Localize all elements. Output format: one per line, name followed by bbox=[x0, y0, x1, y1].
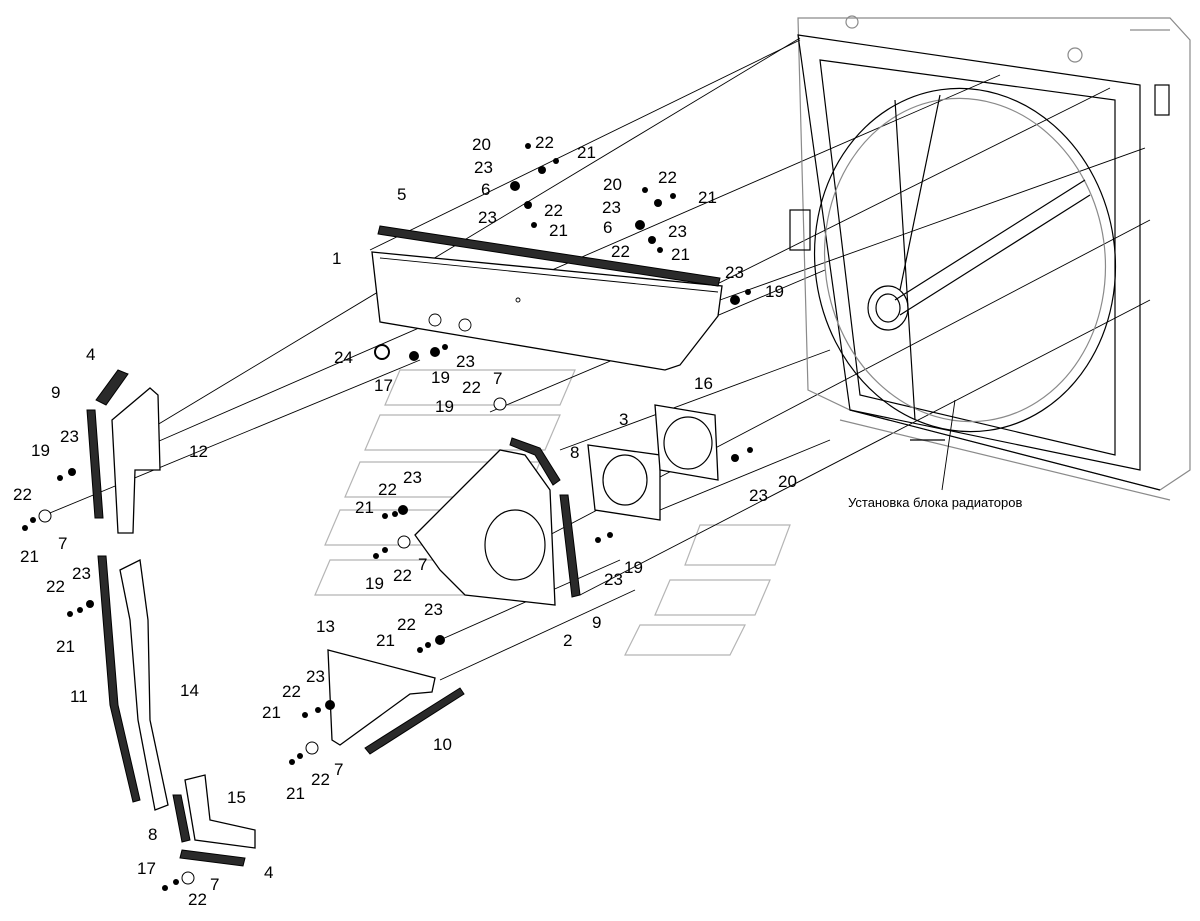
label-20: 20 bbox=[778, 472, 797, 491]
part-3-flange bbox=[587, 444, 661, 521]
part-13-plate bbox=[327, 649, 436, 746]
label-11: 11 bbox=[70, 687, 88, 706]
label-23: 23 bbox=[306, 667, 325, 686]
label-19: 19 bbox=[435, 397, 454, 416]
part-11-seal-long bbox=[97, 555, 141, 803]
label-21: 21 bbox=[355, 498, 374, 517]
label-10: 10 bbox=[433, 735, 452, 754]
label-2: 2 bbox=[563, 631, 572, 650]
label-19: 19 bbox=[624, 558, 643, 577]
label-12: 12 bbox=[189, 442, 208, 461]
label-23: 23 bbox=[668, 222, 687, 241]
label-7: 7 bbox=[493, 369, 502, 388]
part-12-bracket bbox=[111, 387, 161, 534]
label-19: 19 bbox=[365, 574, 384, 593]
label-17: 17 bbox=[374, 376, 393, 395]
part-4-seal-bottom bbox=[179, 849, 246, 867]
label-22: 22 bbox=[393, 566, 412, 585]
label-23: 23 bbox=[456, 352, 475, 371]
label-21: 21 bbox=[376, 631, 395, 650]
label-19: 19 bbox=[431, 368, 450, 387]
label-22: 22 bbox=[535, 133, 554, 152]
watermark bbox=[314, 369, 791, 656]
label-23: 23 bbox=[424, 600, 443, 619]
label-5: 5 bbox=[397, 185, 406, 204]
label-22: 22 bbox=[397, 615, 416, 634]
label-21: 21 bbox=[577, 143, 596, 162]
label-4: 4 bbox=[86, 345, 95, 364]
label-4: 4 bbox=[264, 863, 273, 882]
label-23: 23 bbox=[60, 427, 79, 446]
label-23: 23 bbox=[749, 486, 768, 505]
part-5-seal-strip bbox=[377, 225, 721, 287]
caption-leader bbox=[941, 399, 956, 491]
part-1-top-panel bbox=[371, 251, 723, 371]
label-21: 21 bbox=[56, 637, 75, 656]
radiator-block bbox=[789, 15, 1191, 501]
label-21: 21 bbox=[262, 703, 281, 722]
label-23: 23 bbox=[725, 263, 744, 282]
label-22: 22 bbox=[658, 168, 677, 187]
label-19: 19 bbox=[765, 282, 784, 301]
label-1: 1 bbox=[332, 249, 341, 268]
label-21: 21 bbox=[549, 221, 568, 240]
part-2-side-plate bbox=[414, 449, 556, 606]
label-21: 21 bbox=[20, 547, 39, 566]
label-23: 23 bbox=[72, 564, 91, 583]
label-17: 17 bbox=[137, 859, 156, 878]
part-10-seal bbox=[364, 687, 465, 755]
label-9: 9 bbox=[51, 383, 60, 402]
label-15: 15 bbox=[227, 788, 246, 807]
label-22: 22 bbox=[311, 770, 330, 789]
label-7: 7 bbox=[210, 875, 219, 894]
label-6: 6 bbox=[481, 180, 490, 199]
part-14-long-bracket bbox=[119, 559, 169, 811]
label-24: 24 bbox=[334, 348, 353, 367]
label-13: 13 bbox=[316, 617, 335, 636]
label-22: 22 bbox=[462, 378, 481, 397]
label-8: 8 bbox=[570, 443, 579, 462]
label-21: 21 bbox=[286, 784, 305, 803]
part-4-seal-top bbox=[95, 369, 129, 406]
part-9-seal-mid bbox=[559, 494, 581, 598]
label-23: 23 bbox=[403, 468, 422, 487]
part-8-seal-lower bbox=[172, 794, 191, 843]
part-9-seal-left bbox=[86, 409, 104, 519]
part-8-seal-upper bbox=[509, 437, 561, 486]
label-23: 23 bbox=[478, 208, 497, 227]
label-19: 19 bbox=[31, 441, 50, 460]
label-16: 16 bbox=[694, 374, 713, 393]
label-7: 7 bbox=[58, 534, 67, 553]
label-21: 21 bbox=[671, 245, 690, 264]
label-21: 21 bbox=[698, 188, 717, 207]
label-20: 20 bbox=[472, 135, 491, 154]
label-20: 20 bbox=[603, 175, 622, 194]
label-7: 7 bbox=[334, 760, 343, 779]
label-22: 22 bbox=[544, 201, 563, 220]
fasteners bbox=[22, 143, 753, 891]
label-3: 3 bbox=[619, 410, 628, 429]
label-6: 6 bbox=[603, 218, 612, 237]
part-16-gasket bbox=[654, 404, 719, 481]
label-23: 23 bbox=[602, 198, 621, 217]
part-labels: 1 2 3 4 4 5 6 6 7 7 7 7 7 8 8 9 9 10 11 … bbox=[13, 133, 797, 909]
part-15-corner-bracket bbox=[184, 774, 256, 849]
label-22: 22 bbox=[188, 890, 207, 909]
label-8: 8 bbox=[148, 825, 157, 844]
caption-radiator-block: Установка блока радиаторов bbox=[848, 495, 1022, 510]
label-22: 22 bbox=[46, 577, 65, 596]
label-23: 23 bbox=[474, 158, 493, 177]
label-23: 23 bbox=[604, 570, 623, 589]
label-22: 22 bbox=[378, 480, 397, 499]
label-14: 14 bbox=[180, 681, 199, 700]
label-9: 9 bbox=[592, 613, 601, 632]
label-22: 22 bbox=[282, 682, 301, 701]
label-22: 22 bbox=[611, 242, 630, 261]
label-7: 7 bbox=[418, 555, 427, 574]
label-22: 22 bbox=[13, 485, 32, 504]
